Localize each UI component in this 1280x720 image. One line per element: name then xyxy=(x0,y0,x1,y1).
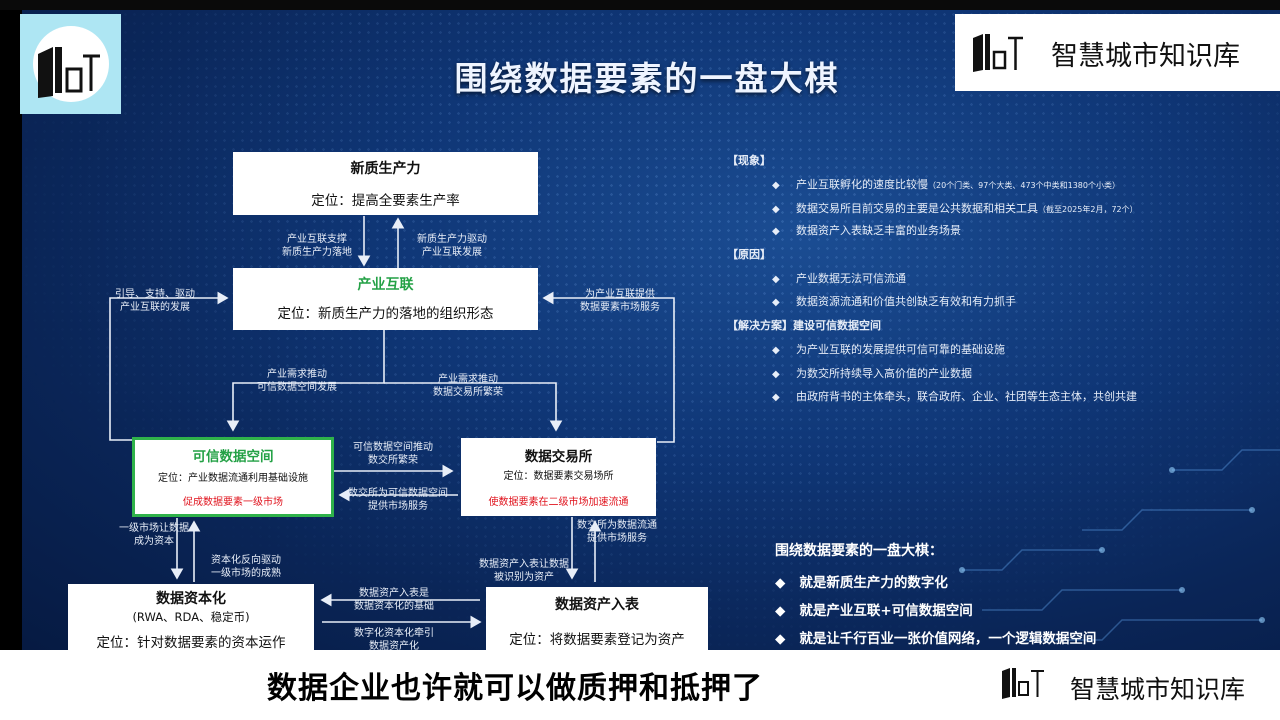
phenomena-header: 【现象】 xyxy=(727,154,771,167)
arrow-label: 数字化资本化牵引数据资产化 xyxy=(354,628,434,650)
box-title: 数据资本化 xyxy=(156,591,226,607)
box-position: 定位：新质生产力的落地的组织形态 xyxy=(277,306,494,322)
box-title: 数据资产入表 xyxy=(555,597,639,613)
box-title: 数据交易所 xyxy=(524,449,593,465)
iot-logo-icon xyxy=(1002,668,1044,699)
box-position: 定位：产业数据流通利用基础设施 xyxy=(158,473,308,484)
box-position: 定位：提高全要素生产率 xyxy=(311,193,460,209)
brand-banner: 智慧城市知识库 xyxy=(955,14,1280,91)
arrow-label: 数交所为数据流通提供市场服务 xyxy=(577,520,657,544)
phenomena-item: ◆数据交易所目前交易的主要是公共数据和相关工具（截至2025年2月，72个） xyxy=(772,202,1138,215)
arrow-label: 产业需求推动可信数据空间发展 xyxy=(257,369,337,393)
box-position: 定位：将数据要素登记为资产 xyxy=(509,632,685,648)
arrow-label: 资本化反向驱动一级市场的成熟 xyxy=(211,555,281,579)
box-industry-internet: 产业互联 定位：新质生产力的落地的组织形态 xyxy=(233,268,538,330)
arrow-label: 数据资产入表是数据资本化的基础 xyxy=(354,588,434,612)
iot-logo-icon xyxy=(973,34,1023,72)
subtitle-bar xyxy=(0,650,1280,720)
box-title: 可信数据空间 xyxy=(192,449,274,465)
video-subtitle: 数据企业也许就可以做质押和抵押了 xyxy=(267,671,763,706)
arrow-label: 数交所为可信数据空间提供市场服务 xyxy=(348,488,448,512)
reasons-header: 【原因】 xyxy=(727,248,771,261)
solution-item: ◆为数交所持续导入高价值的产业数据 xyxy=(772,367,972,380)
circuit-decoration xyxy=(959,449,1280,641)
arrow-label: 新质生产力驱动产业互联发展 xyxy=(417,234,487,258)
summary-item: ◆就是产业互联+可信数据空间 xyxy=(775,603,973,619)
arrow-label: 引导、支持、驱动产业互联的发展 xyxy=(115,289,195,313)
world-map-dots xyxy=(22,10,1280,650)
arrow-label: 一级市场让数据成为资本 xyxy=(119,523,189,547)
brand-name-footer: 智慧城市知识库 xyxy=(1070,675,1246,704)
box-red-note: 促成数据要素一级市场 xyxy=(183,497,283,508)
box-new-quality-productivity: 新质生产力 定位：提高全要素生产率 xyxy=(233,152,538,215)
brand-name: 智慧城市知识库 xyxy=(1051,41,1240,72)
presentation-slide: 围绕数据要素的一盘大棋 xyxy=(22,10,1280,650)
box-data-asset-recognition: 数据资产入表 定位：将数据要素登记为资产 xyxy=(486,587,708,650)
box-trusted-data-space: 可信数据空间 定位：产业数据流通利用基础设施 促成数据要素一级市场 xyxy=(132,437,334,517)
iot-logo-badge xyxy=(20,14,121,114)
box-red-note: 使数据要素在二级市场加速流通 xyxy=(488,497,629,508)
arrow-label: 产业需求推动数据交易所繁荣 xyxy=(433,374,503,398)
reason-item: ◆数据资源流通和价值共创缺乏有效和有力抓手 xyxy=(772,295,1016,308)
slide-title: 围绕数据要素的一盘大棋 xyxy=(454,59,840,98)
box-title: 产业互联 xyxy=(357,277,414,293)
phenomena-item: ◆数据资产入表缺乏丰富的业务场景 xyxy=(772,224,961,237)
box-data-capitalization: 数据资本化 (RWA、RDA、稳定币) 定位：针对数据要素的资本运作 xyxy=(68,584,314,650)
summary-item: ◆就是新质生产力的数字化 xyxy=(775,575,948,591)
solution-item: ◆为产业互联的发展提供可信可靠的基础设施 xyxy=(772,343,1005,356)
reason-item: ◆产业数据无法可信流通 xyxy=(772,272,906,285)
arrow-label: 为产业互联提供数据要素市场服务 xyxy=(580,289,660,313)
arrow-label: 产业互联支撑新质生产力落地 xyxy=(282,234,352,258)
arrow-label: 数据资产入表让数据被识别为资产 xyxy=(479,559,569,583)
arrow-label: 可信数据空间推动数交所繁荣 xyxy=(353,442,433,466)
box-subtitle: (RWA、RDA、稳定币) xyxy=(132,610,250,624)
solution-item: ◆由政府背书的主体牵头，联合政府、企业、社团等生态主体，共创共建 xyxy=(772,390,1137,403)
box-position: 定位：数据要素交易场所 xyxy=(503,471,614,482)
top-black-bar xyxy=(0,0,1280,10)
box-title: 新质生产力 xyxy=(350,161,421,177)
summary-header: 围绕数据要素的一盘大棋： xyxy=(775,543,943,559)
box-data-exchange: 数据交易所 定位：数据要素交易场所 使数据要素在二级市场加速流通 xyxy=(461,438,656,516)
solution-header: 【解决方案】建设可信数据空间 xyxy=(727,319,881,332)
box-position: 定位：针对数据要素的资本运作 xyxy=(96,635,286,650)
iot-logo-icon xyxy=(38,47,100,98)
summary-item: ◆就是让千行百业一张价值网络，一个逻辑数据空间 xyxy=(775,631,1097,647)
phenomena-item: ◆产业互联孵化的速度比较慢（20个门类、97个大类、473个中类和1380个小类… xyxy=(772,178,1120,191)
